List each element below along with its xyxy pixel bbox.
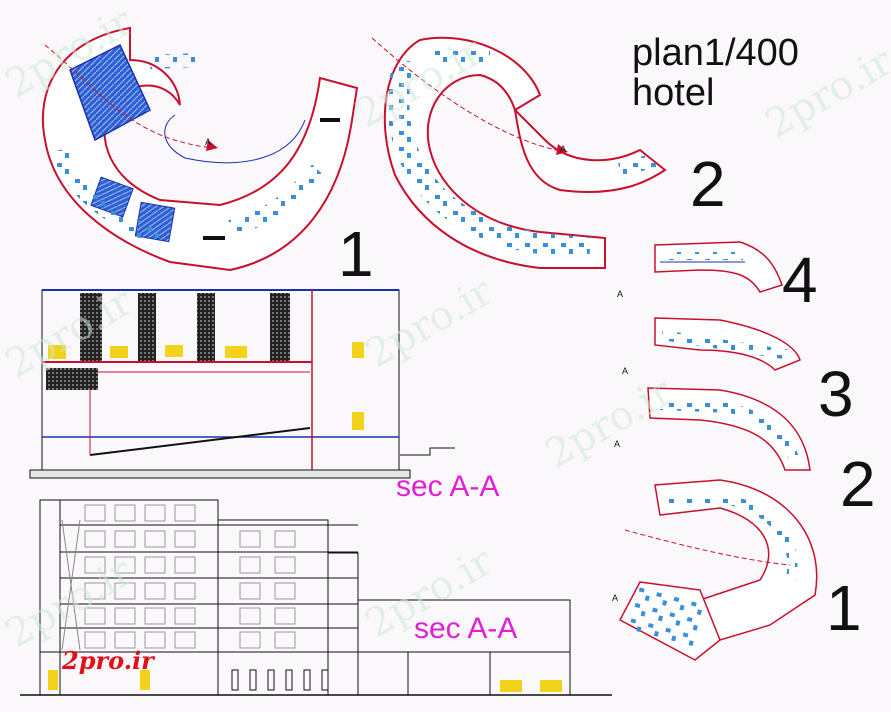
section-cut-mark: A [622, 366, 629, 376]
drawing-title-scale: plan1/400 [632, 32, 799, 74]
floor-plan-3-small-a [654, 317, 801, 371]
section-label-upper: sec A-A [396, 470, 500, 503]
section-cut-mark: A [205, 137, 212, 147]
drawing-title-building: hotel [632, 72, 715, 114]
section-cut-mark: A [612, 593, 619, 603]
section-a-a-upper [29, 289, 455, 479]
plan-number-4: 4 [782, 244, 818, 316]
section-cut-mark: A [560, 144, 567, 154]
floor-plan-1-small [618, 529, 791, 661]
plan-number-1: 1 [338, 218, 374, 290]
floor-plan-2-small [654, 479, 818, 641]
plan-number-1-small: 1 [826, 572, 862, 644]
plan-number-3: 3 [818, 358, 854, 430]
site-logo: 2pro.ir [62, 646, 154, 675]
section-label-lower: sec A-A [414, 612, 518, 645]
floor-plan-1-large [41, 26, 359, 272]
section-cut-mark: A [614, 439, 621, 449]
section-cut-mark: A [617, 289, 624, 299]
plan-number-2: 2 [690, 148, 726, 220]
plan-number-2-small: 2 [840, 448, 876, 520]
floor-plan-4-small [654, 241, 783, 293]
floor-plan-2-large [371, 36, 667, 269]
section-a-a-lower [20, 499, 612, 696]
floor-plan-3-small-b [647, 387, 811, 471]
